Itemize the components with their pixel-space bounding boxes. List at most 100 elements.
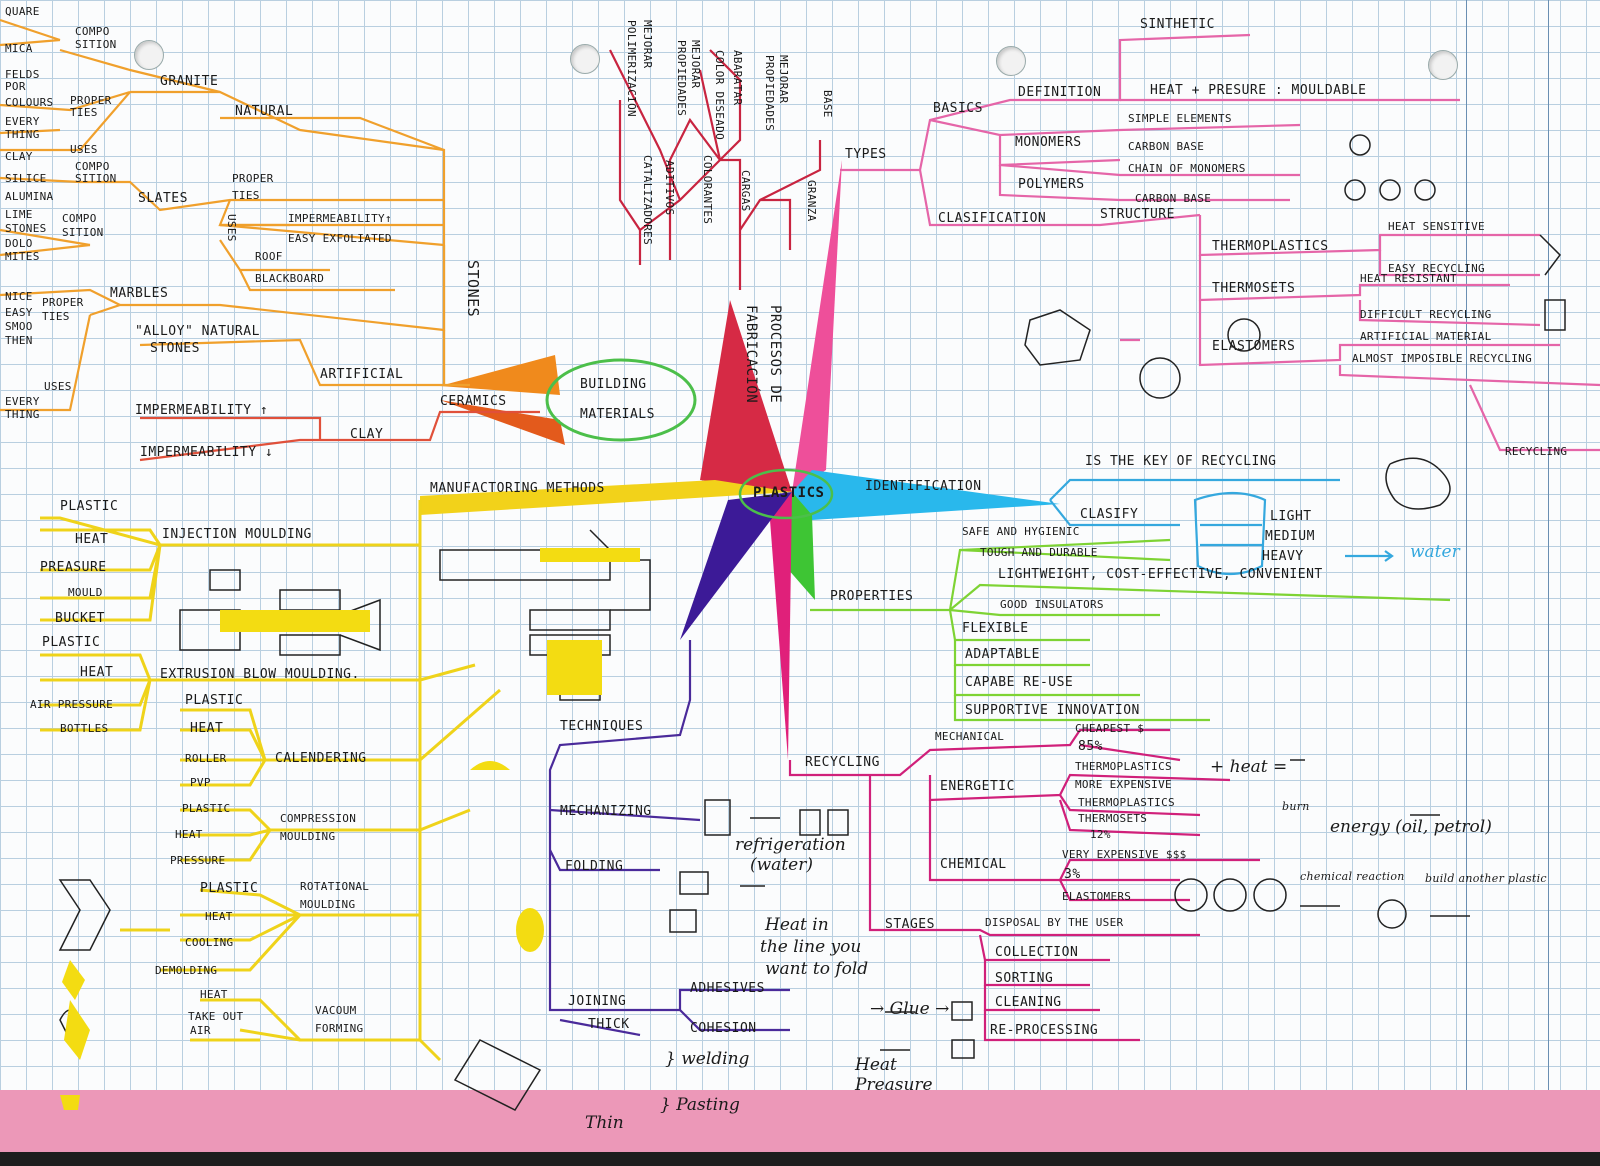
label-then: THEN [5, 334, 33, 347]
node-stones: STONES [464, 260, 482, 318]
label-forming: FORMING [315, 1022, 364, 1035]
label-heat-pressure: HEAT + PRESURE : MOULDABLE [1150, 83, 1367, 98]
label-plastic-4: PLASTIC [182, 802, 231, 815]
label-mould: MOULD [68, 586, 103, 599]
spoke-recycling [770, 492, 792, 760]
page-bottom-edge [0, 1152, 1600, 1166]
label-ties-2: TIES [42, 310, 70, 323]
label-heavy: HEAVY [1262, 549, 1304, 564]
label-heat-2b: HEAT [80, 665, 114, 680]
label-chemical: CHEMICAL [940, 857, 1007, 872]
label-composition-1b: SITION [75, 38, 117, 51]
label-composition-3: COMPO [62, 212, 97, 225]
spoke-identification [792, 470, 1060, 520]
label-thin: Thin [585, 1113, 624, 1133]
spoke-manufacturing [420, 480, 792, 515]
node-identification: IDENTIFICATION [865, 479, 982, 494]
label-thing: THING [5, 128, 40, 141]
label-capabe: CAPABE RE-USE [965, 675, 1074, 690]
label-granza: GRANZA [805, 180, 818, 222]
label-glue: → Glue → [870, 999, 950, 1019]
label-supportive: SUPPORTIVE INNOVATION [965, 703, 1140, 718]
label-recycling-side: RECYCLING [1505, 445, 1568, 458]
node-building-materials-2: MATERIALS [580, 407, 655, 422]
label-stages: STAGES [885, 917, 935, 932]
label-heat-1: HEAT [75, 532, 109, 547]
label-water-2: (water) [750, 855, 813, 875]
label-dolo: DOLO [5, 237, 33, 250]
label-thermoplastics-2: THERMOPLASTICS [1075, 760, 1172, 773]
label-plastic-3: PLASTIC [185, 693, 244, 708]
label-plastic-1: PLASTIC [60, 499, 119, 514]
label-mejorar-2: PROPIEDADES [675, 40, 688, 117]
label-air-pressure: AIR PRESSURE [30, 698, 114, 711]
node-slates: SLATES [138, 191, 188, 206]
label-thermosets-2: THERMOSETS [1078, 812, 1148, 825]
label-extrusion: EXTRUSION BLOW MOULDING. [160, 667, 360, 682]
label-definition: DEFINITION [1018, 85, 1102, 100]
label-air: AIR [190, 1024, 211, 1037]
node-properties: PROPERTIES [830, 589, 914, 604]
label-vacuum: VACOUM [315, 1004, 357, 1017]
label-folding: FOLDING [565, 859, 624, 874]
label-moulding-1: MOULDING [280, 830, 336, 843]
node-procesos-2: FABRICACIÓN [743, 305, 759, 404]
label-medium: MEDIUM [1265, 529, 1315, 544]
label-12: 12% [1090, 828, 1111, 841]
label-refrigeration: refrigeration [735, 835, 846, 855]
label-chain: CHAIN OF MONOMERS [1128, 162, 1246, 175]
binder-hole [570, 44, 600, 74]
node-marbles: MARBLES [110, 286, 169, 301]
label-pressure-4: PRESSURE [170, 854, 226, 867]
spoke-stones [440, 355, 560, 395]
label-calendering: CALENDERING [275, 751, 367, 766]
label-quare: QUARE [5, 5, 40, 18]
label-collection: COLLECTION [995, 945, 1079, 960]
label-preasure-2: Preasure [855, 1075, 933, 1095]
label-carbon-base-1: CARBON BASE [1128, 140, 1205, 153]
label-tough: TOUGH AND DURABLE [980, 546, 1098, 559]
central-node: PLASTICS [753, 485, 825, 501]
label-reprocessing: RE-PROCESSING [990, 1023, 1099, 1038]
label-lime: LIME [5, 208, 33, 221]
label-roller: ROLLER [185, 752, 227, 765]
node-natural: NATURAL [235, 104, 294, 119]
label-safe: SAFE AND HYGIENIC [962, 525, 1080, 538]
label-synthetic: SINTHETIC [1140, 17, 1215, 32]
label-mica: MICA [5, 42, 33, 55]
label-colorantes: COLORANTES [701, 155, 714, 225]
label-artificial-material: ARTIFICIAL MATERIAL [1360, 330, 1492, 343]
node-artificial: ARTIFICIAL [320, 367, 404, 382]
label-composition-3b: SITION [62, 226, 104, 239]
label-base: BASE [821, 90, 834, 118]
label-proper: PROPER [232, 172, 274, 185]
label-felds: FELDS [5, 68, 40, 81]
label-heat-3: HEAT [190, 721, 224, 736]
label-preasure-1: PREASURE [40, 560, 107, 575]
label-thick: THICK [588, 1017, 630, 1032]
label-roof: ROOF [255, 250, 283, 263]
node-ceramics: CERAMICS [440, 394, 507, 409]
label-polymers: POLYMERS [1018, 177, 1085, 192]
label-every: EVERY [5, 115, 40, 128]
node-building-materials-1: BUILDING [580, 377, 647, 392]
label-heat-sensitive: HEAT SENSITIVE [1388, 220, 1485, 233]
label-heat-equation: + heat = [1210, 757, 1288, 777]
spoke-procesos [700, 300, 792, 492]
label-stones: STONES [5, 222, 47, 235]
label-disposal: DISPOSAL BY THE USER [985, 916, 1124, 929]
label-smoo: SMOO [5, 320, 33, 333]
label-thermosets: THERMOSETS [1212, 281, 1296, 296]
label-insulators: GOOD INSULATORS [1000, 598, 1104, 611]
label-clasify: CLASIFY [1080, 507, 1139, 522]
label-heat-4: HEAT [175, 828, 203, 841]
label-mechanizing: MECHANIZING [560, 804, 652, 819]
label-every-2: EVERY [5, 395, 40, 408]
node-clay: CLAY [350, 427, 384, 442]
label-mejorar-poli-1: MEJORAR [641, 20, 654, 69]
label-burn: burn [1282, 800, 1310, 813]
label-the-line: the line you [760, 937, 862, 957]
binder-hole [996, 46, 1026, 76]
binder-hole [134, 40, 164, 70]
